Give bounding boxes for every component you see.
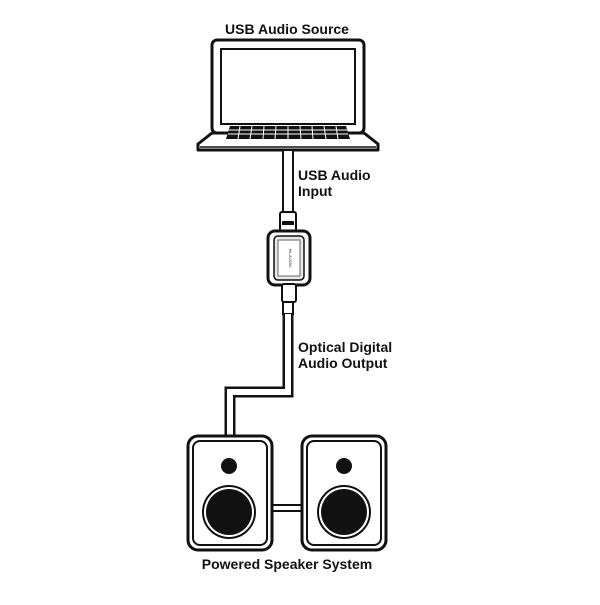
usb-cable [279, 149, 297, 233]
right-speaker-icon [300, 434, 388, 552]
optical-output-label-line1: Optical Digital [298, 339, 392, 355]
speakers-title: Powered Speaker System [202, 556, 372, 572]
converter-box-icon: HL-AU200 [266, 229, 312, 287]
source-title: USB Audio Source [225, 21, 349, 37]
laptop-icon [196, 38, 380, 152]
left-speaker-icon [186, 434, 274, 552]
usb-input-label-line2: Input [298, 183, 333, 199]
usb-input-label-line1: USB Audio [298, 167, 371, 183]
converter-label: HL-AU200 [288, 249, 293, 268]
optical-cable [224, 283, 297, 438]
optical-output-label-line2: Audio Output [298, 355, 388, 371]
